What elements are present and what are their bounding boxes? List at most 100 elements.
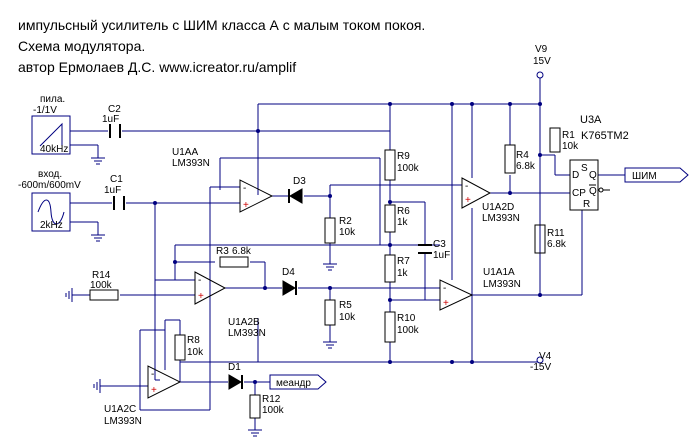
r8-value: 10k xyxy=(187,347,204,358)
saw-source xyxy=(31,115,105,165)
output-tags xyxy=(269,167,689,390)
c2-ref: C2 xyxy=(108,104,121,115)
r10-value: 100k xyxy=(397,325,420,336)
resistor-r1 xyxy=(549,127,561,153)
comparator-u1a2d xyxy=(461,177,492,209)
comparator-u1a2b xyxy=(194,271,227,305)
saw-value: -1/1V xyxy=(33,105,57,116)
capacitor-c1 xyxy=(113,196,125,210)
header-text: импульсный усилитель с ШИМ класса А с ма… xyxy=(18,17,425,75)
ff-pin-s: S xyxy=(581,163,588,174)
v9-terminal xyxy=(536,71,544,79)
ground-symbols xyxy=(65,260,337,437)
r9-value: 100k xyxy=(397,163,420,174)
r6-ref: R6 xyxy=(397,206,410,217)
opamp-signs: - + - + - + - + - + xyxy=(151,181,471,396)
u1a2c-plus-sign: + xyxy=(151,385,157,396)
ff-pin-r: R xyxy=(583,199,590,210)
capacitor-c2 xyxy=(109,124,121,138)
flipflop-u3a xyxy=(569,159,610,211)
r12-ref: R12 xyxy=(262,394,281,405)
resistor-r12 xyxy=(249,394,261,419)
resistor-r11 xyxy=(534,224,546,254)
capacitor-c3 xyxy=(418,244,432,254)
d3-ref: D3 xyxy=(293,176,306,187)
ff-pin-q: Q xyxy=(589,170,597,181)
sine-title: вход. xyxy=(38,169,62,180)
r9-ref: R9 xyxy=(397,151,410,162)
ff-pin-d: D xyxy=(572,170,579,181)
r2-ref: R2 xyxy=(339,216,352,227)
r1-value: 10k xyxy=(562,141,579,152)
d4-ref: D4 xyxy=(282,267,295,278)
r7-value: 1k xyxy=(397,268,409,279)
c3-value: 1uF xyxy=(433,250,450,261)
resistor-r5 xyxy=(324,299,336,326)
source-labels: пила. -1/1V 40kHz вход. -600m/600mV 2kHz xyxy=(18,94,81,231)
diode-d1 xyxy=(228,374,243,390)
saw-freq: 40kHz xyxy=(40,144,68,155)
u1a1a-minus-sign: - xyxy=(443,283,446,294)
c3-ref: C3 xyxy=(433,239,446,250)
r5-ref: R5 xyxy=(339,300,352,311)
r8-ref: R8 xyxy=(187,335,200,346)
u1a1a-part: LM393N xyxy=(483,279,521,290)
v4-ref: V4 xyxy=(539,351,552,362)
shim-label: ШИМ xyxy=(632,171,657,182)
v9-value: 15V xyxy=(533,56,551,67)
v9-ref: V9 xyxy=(535,44,548,55)
u1a2c-part: LM393N xyxy=(104,416,142,427)
u1a2d-plus-sign: + xyxy=(465,195,471,206)
u1a2b-minus-sign: - xyxy=(198,275,201,286)
c2-value: 1uF xyxy=(102,114,119,125)
u1a1a-ref: U1A1A xyxy=(483,267,515,278)
supply-terminals xyxy=(536,71,544,364)
comparator-u1a2c xyxy=(147,365,182,399)
header-line1: импульсный усилитель с ШИМ класса А с ма… xyxy=(18,17,425,33)
d1-ref: D1 xyxy=(228,362,241,373)
ff-pin-qbar: Q xyxy=(589,186,597,197)
resistor-r3 xyxy=(219,256,249,268)
diode-d3 xyxy=(288,188,303,204)
resistor-r14 xyxy=(89,289,119,301)
component-labels: C2 1uF C1 1uF C3 1uF R1 10k R2 10k R3 6.… xyxy=(90,44,657,427)
meandr-output-tag xyxy=(269,374,327,390)
u1a2b-plus-sign: + xyxy=(198,291,204,302)
r3-value: 6.8k xyxy=(232,246,252,257)
sine-source xyxy=(31,192,105,242)
u1a2b-ref: U1A2B xyxy=(228,317,260,328)
u1a2d-part: LM393N xyxy=(482,213,520,224)
u1a1a-plus-sign: + xyxy=(443,298,449,309)
junction-dots xyxy=(153,102,542,384)
r1-ref: R1 xyxy=(562,130,575,141)
r6-value: 1k xyxy=(397,217,409,228)
ff-pin-cp: CP xyxy=(572,188,586,199)
resistor-r8 xyxy=(174,334,186,361)
meandr-label: меандр xyxy=(276,378,311,389)
u1a2c-ref: U1A2C xyxy=(104,404,136,415)
sine-value: -600m/600mV xyxy=(18,180,81,191)
resistor-r7 xyxy=(384,254,396,283)
resistor-r9 xyxy=(384,149,396,181)
r4-value: 6.8k xyxy=(516,161,536,172)
resistor-r4 xyxy=(504,144,516,174)
header-line2: Схема модулятора. xyxy=(18,38,145,54)
resistor-r2 xyxy=(324,217,336,244)
resistor-r10 xyxy=(384,311,396,343)
r4-ref: R4 xyxy=(516,150,529,161)
r14-ref: R14 xyxy=(92,270,111,281)
v4-terminal xyxy=(536,356,544,364)
wire-net xyxy=(72,78,625,430)
resistors xyxy=(89,127,561,419)
comparator-u1aa xyxy=(239,179,274,213)
u1aa-part: LM393N xyxy=(172,158,210,169)
u1a2d-ref: U1A2D xyxy=(482,202,514,213)
u1aa-minus-sign: - xyxy=(243,183,246,194)
r12-value: 100k xyxy=(262,405,285,416)
r2-value: 10k xyxy=(339,227,356,238)
r3-ref: R3 xyxy=(216,246,229,257)
r10-ref: R10 xyxy=(397,313,416,324)
u3a-ref: U3A xyxy=(580,114,602,126)
u1a2b-part: LM393N xyxy=(228,328,266,339)
